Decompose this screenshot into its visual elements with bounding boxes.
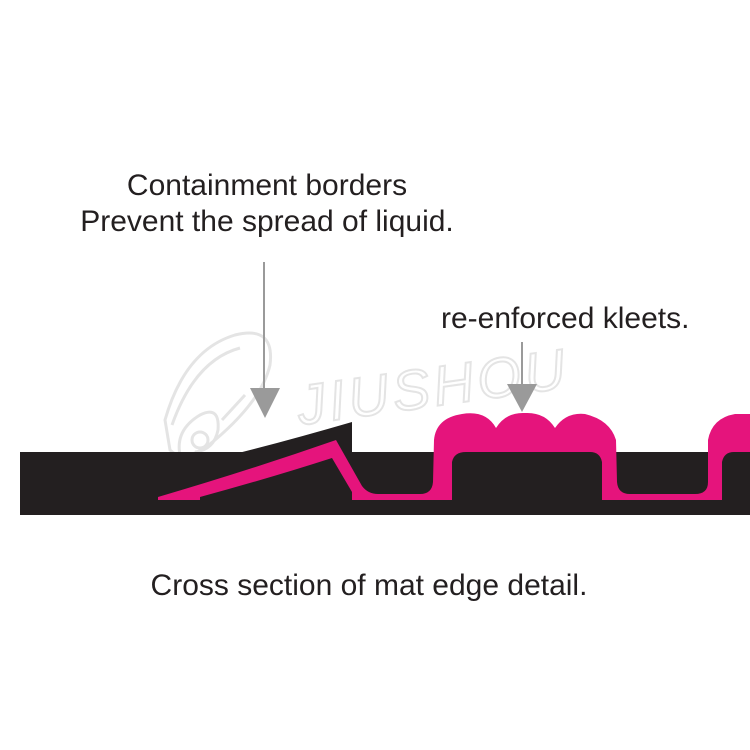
- containment-borders-label: Containment borders Prevent the spread o…: [0, 168, 534, 240]
- diagram-caption: Cross section of mat edge detail.: [150, 569, 588, 602]
- watermark-roll-icon: [163, 331, 273, 458]
- containment-arrow: [250, 262, 280, 418]
- kleet-inner-fill: [452, 452, 602, 500]
- containment-borders-title: Containment borders: [126, 169, 408, 202]
- mat-base-body: [20, 452, 750, 515]
- kleets-arrow: [507, 342, 537, 412]
- mat-base-ramp-inner: [200, 458, 352, 500]
- containment-borders-description: Prevent the spread of liquid.: [80, 205, 454, 238]
- kleet-inner-fill-right: [722, 452, 750, 500]
- reinforced-kleets-label: re-enforced kleets.: [441, 302, 690, 335]
